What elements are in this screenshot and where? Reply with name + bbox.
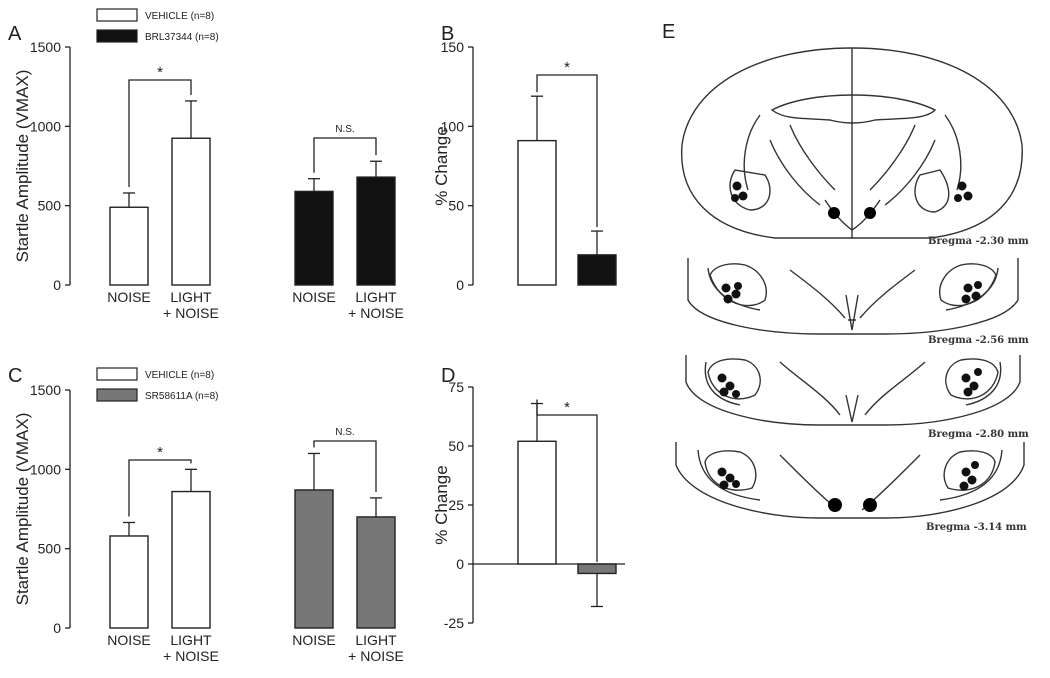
y-tick-label-d-0: -25 <box>444 615 464 631</box>
category-label-c-3: LIGHT+ NOISE <box>348 632 404 664</box>
bar-d-1 <box>577 563 617 575</box>
category-label-a-1: LIGHT+ NOISE <box>163 289 219 321</box>
y-axis-label-d: % Change <box>432 465 451 544</box>
brain-section-2 <box>687 258 1019 335</box>
bregma-label-3: Bregma -2.80 mm <box>928 429 1029 440</box>
panel-label-b: B <box>441 23 454 45</box>
y-tick-label-c-1: 500 <box>38 541 62 557</box>
panel-e: E Bregma -2.30 mm <box>662 21 1029 533</box>
bracket-b-0 <box>536 74 598 228</box>
bar-a-0 <box>109 206 149 286</box>
bar-c-0 <box>109 535 149 629</box>
bar-c-2 <box>294 489 334 629</box>
category-label-a-0: NOISE <box>107 289 151 305</box>
annotation-c-1: N.S. <box>335 427 354 438</box>
y-tick-label-b-0: 0 <box>456 277 464 293</box>
legend-swatch-a-1 <box>96 29 138 43</box>
bracket-a-1 <box>313 137 377 173</box>
legend-swatch-c-1 <box>96 388 138 402</box>
panel-label-d: D <box>441 365 455 387</box>
y-tick-label-a-1: 500 <box>38 198 62 214</box>
bracket-d-0 <box>536 399 598 562</box>
y-axis-label-a: Startle Amplitude (VMAX) <box>13 70 32 263</box>
panel-label-a: A <box>8 23 22 45</box>
bregma-label-4: Bregma -3.14 mm <box>926 522 1027 533</box>
panel-label-c: C <box>8 365 22 387</box>
bar-c-3 <box>356 516 396 629</box>
y-tick-label-d-1: 0 <box>456 556 464 572</box>
annotation-a-0: * <box>157 64 163 81</box>
y-tick-label-c-3: 1500 <box>30 382 61 398</box>
y-tick-label-c-0: 0 <box>53 620 61 636</box>
legend-swatch-a-0 <box>96 8 138 22</box>
bar-a-2 <box>294 190 334 286</box>
annotation-b-0: * <box>564 59 570 76</box>
bregma-label-1: Bregma -2.30 mm <box>928 236 1029 247</box>
bracket-c-1 <box>313 440 377 492</box>
y-tick-label-d-2: 25 <box>448 497 464 513</box>
category-label-c-1: LIGHT+ NOISE <box>163 632 219 664</box>
legend-label-a-1: BRL37344 (n=8) <box>145 32 219 43</box>
panel-label-e: E <box>662 21 675 43</box>
bracket-a-0 <box>128 79 192 187</box>
legend-label-a-0: VEHICLE (n=8) <box>145 11 214 22</box>
y-tick-label-b-3: 150 <box>441 39 465 55</box>
category-label-a-2: NOISE <box>292 289 336 305</box>
y-tick-label-c-2: 1000 <box>30 461 61 477</box>
legend-swatch-c-0 <box>96 367 138 381</box>
brain-section-3 <box>685 355 1021 426</box>
y-tick-label-b-1: 50 <box>448 198 464 214</box>
annotation-d-0: * <box>564 399 570 416</box>
bar-c-1 <box>171 490 211 629</box>
bar-b-1 <box>577 254 617 286</box>
brain-section-1 <box>681 47 1023 239</box>
y-tick-label-a-0: 0 <box>53 277 61 293</box>
y-tick-label-a-3: 1500 <box>30 39 61 55</box>
bar-d-0 <box>517 440 557 565</box>
annotation-c-0: * <box>157 444 163 461</box>
bracket-c-0 <box>128 459 192 517</box>
bregma-label-2: Bregma -2.56 mm <box>928 335 1029 346</box>
y-tick-label-d-4: 75 <box>448 379 464 395</box>
y-axis-label-c: Startle Amplitude (VMAX) <box>13 413 32 606</box>
annotation-a-1: N.S. <box>335 124 354 135</box>
y-tick-label-b-2: 100 <box>441 118 465 134</box>
y-tick-label-d-3: 50 <box>448 438 464 454</box>
legend-label-c-1: SR58611A (n=8) <box>145 391 218 402</box>
category-label-a-3: LIGHT+ NOISE <box>348 289 404 321</box>
legend-label-c-0: VEHICLE (n=8) <box>145 370 214 381</box>
brain-section-4 <box>675 442 1025 519</box>
y-axis-label-b: % Change <box>432 126 451 205</box>
category-label-c-2: NOISE <box>292 632 336 648</box>
bar-b-0 <box>517 139 557 286</box>
y-tick-label-a-2: 1000 <box>30 118 61 134</box>
category-label-c-0: NOISE <box>107 632 151 648</box>
bar-a-3 <box>356 176 396 286</box>
bar-a-1 <box>171 137 211 286</box>
